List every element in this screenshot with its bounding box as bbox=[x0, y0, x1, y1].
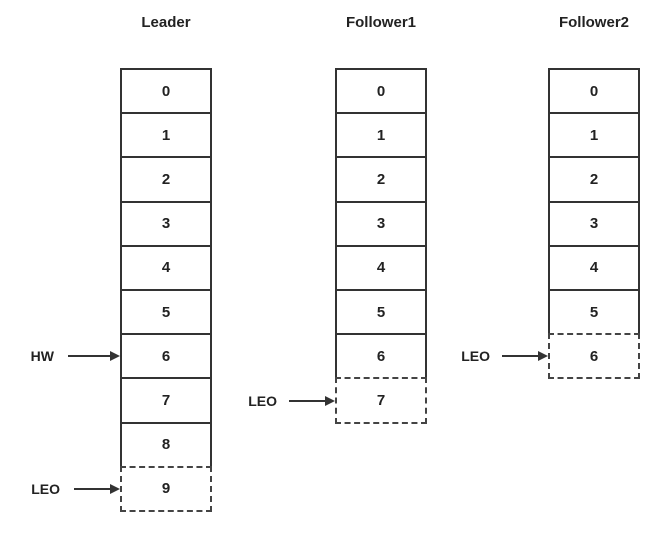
log-entry: 1 bbox=[120, 112, 212, 159]
log-entry: 5 bbox=[120, 288, 212, 336]
leader-title: Leader bbox=[141, 14, 191, 31]
leo-pointer: LEO bbox=[461, 346, 548, 366]
leo-label: LEO bbox=[31, 480, 60, 497]
pending-log-entry: 6 bbox=[548, 333, 640, 380]
leo-label: LEO bbox=[461, 348, 490, 365]
log-entry: 2 bbox=[335, 156, 427, 203]
log-entry: 5 bbox=[548, 288, 640, 336]
leo-pointer: LEO bbox=[248, 391, 335, 411]
right-arrow-icon bbox=[289, 395, 335, 406]
log-entry: 3 bbox=[335, 200, 427, 247]
log-entry: 3 bbox=[548, 200, 640, 247]
log-entry: 0 bbox=[335, 68, 427, 115]
hw-label: HW bbox=[30, 348, 54, 365]
right-arrow-icon bbox=[502, 351, 548, 362]
log-entry: 6 bbox=[120, 333, 212, 380]
log-entry: 1 bbox=[548, 112, 640, 159]
log-entry: 4 bbox=[548, 244, 640, 291]
leo-label: LEO bbox=[248, 392, 277, 409]
log-entry: 2 bbox=[548, 156, 640, 203]
pending-log-entry: 7 bbox=[335, 377, 427, 424]
follower2-title: Follower2 bbox=[558, 14, 629, 31]
log-entry: 8 bbox=[120, 421, 212, 468]
log-entry: 1 bbox=[335, 112, 427, 159]
log-entry: 4 bbox=[120, 244, 212, 291]
log-entry: 0 bbox=[120, 68, 212, 115]
hw-pointer: HW bbox=[31, 346, 120, 366]
log-entry: 5 bbox=[335, 288, 427, 336]
follower1-title: Follower1 bbox=[345, 14, 416, 31]
right-arrow-icon bbox=[68, 351, 120, 362]
log-entry: 4 bbox=[335, 244, 427, 291]
log-entry: 2 bbox=[120, 156, 212, 203]
log-entry: 3 bbox=[120, 200, 212, 247]
leo-pointer: LEO bbox=[31, 479, 120, 499]
log-entry: 7 bbox=[120, 377, 212, 424]
log-entry: 6 bbox=[335, 333, 427, 380]
log-entry: 0 bbox=[548, 68, 640, 115]
right-arrow-icon bbox=[74, 483, 120, 494]
pending-log-entry: 9 bbox=[120, 465, 212, 512]
